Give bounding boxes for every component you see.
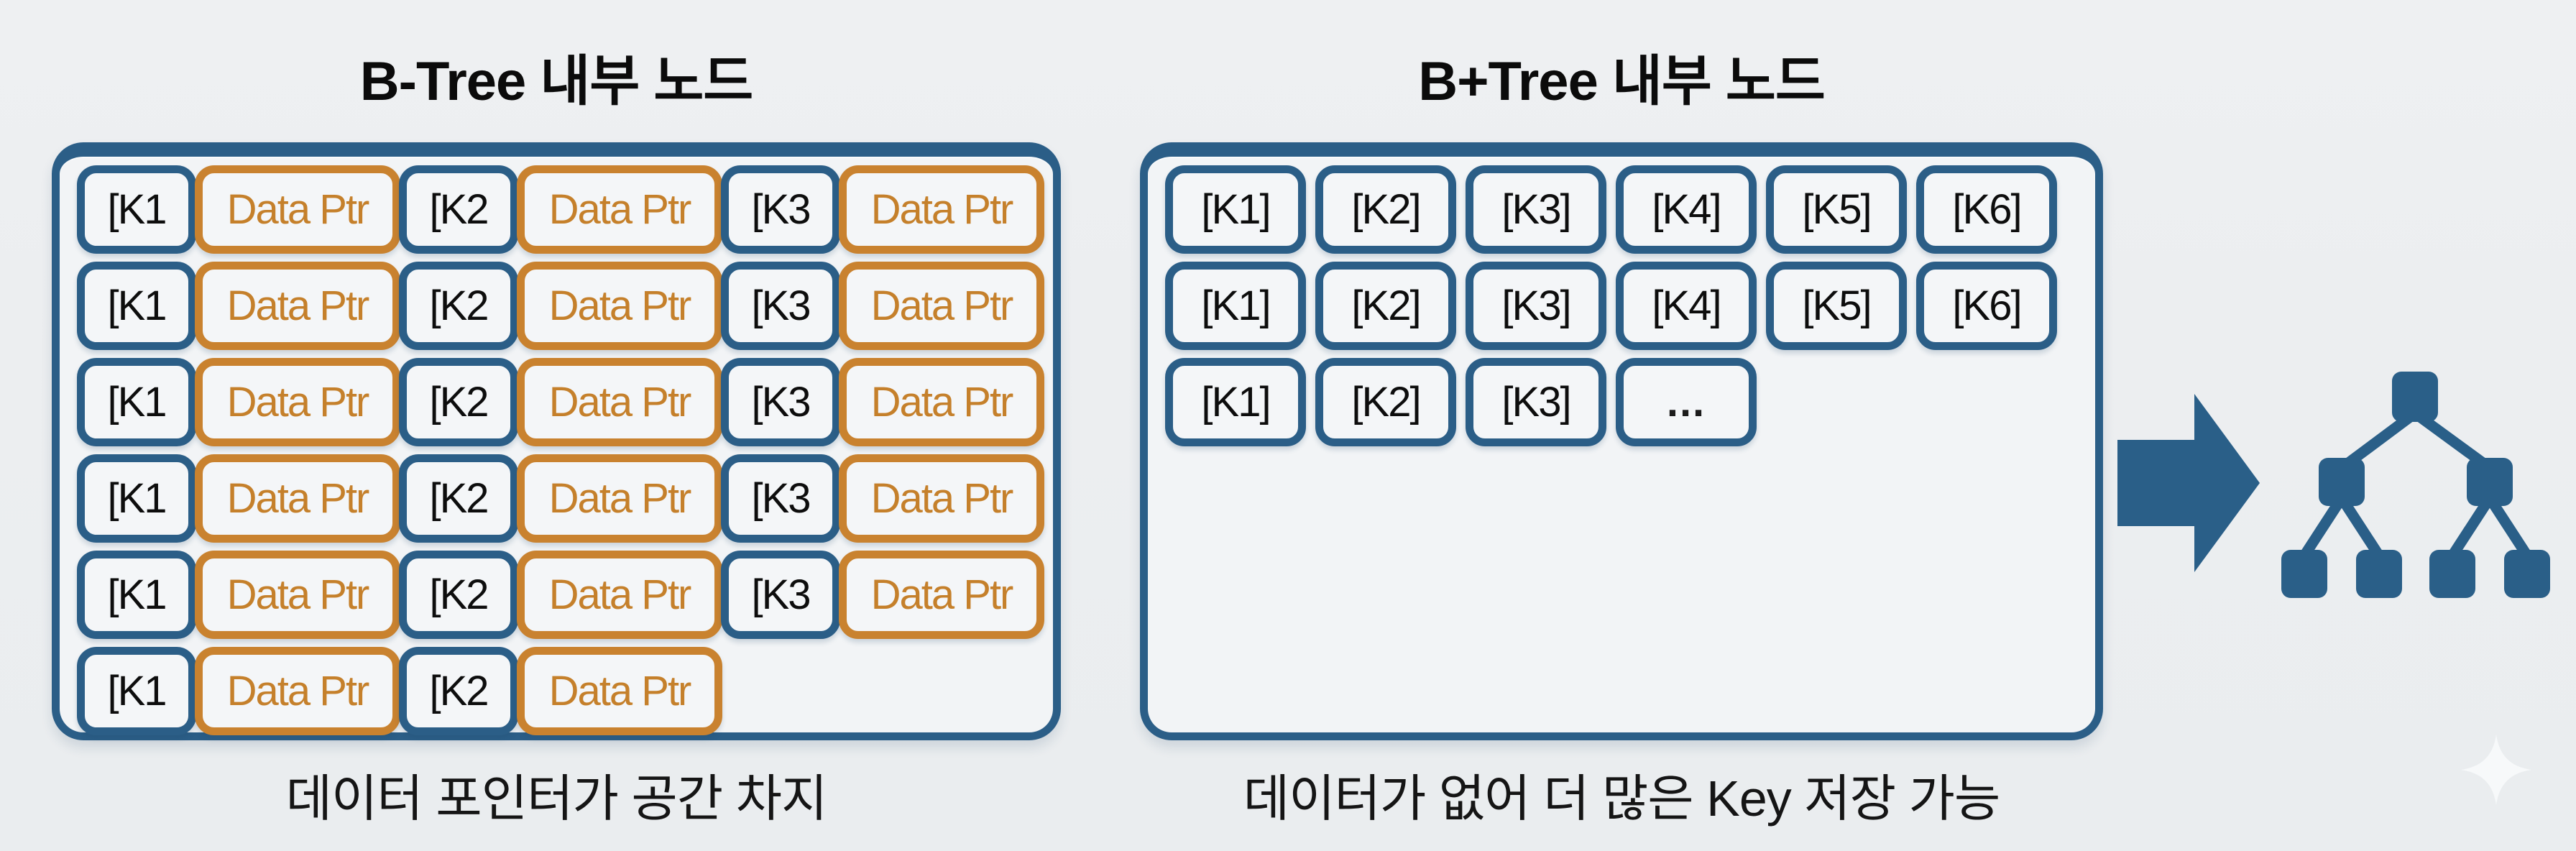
data-ptr-cell: Data Ptr	[517, 551, 722, 639]
data-ptr-cell: Data Ptr	[195, 165, 400, 254]
key-cell: [K2	[399, 262, 518, 350]
data-ptr-cell: Data Ptr	[839, 454, 1044, 543]
key-cell: [K1	[77, 358, 196, 446]
key-cell: [K4]	[1616, 165, 1757, 254]
key-cell: [K2	[399, 358, 518, 446]
key-cell: [K2	[399, 551, 518, 639]
sparkle-star-icon	[2461, 735, 2531, 805]
tree-structure-icon	[2281, 372, 2550, 598]
right-arrow-icon	[2117, 394, 2260, 572]
bplustree-panel-title: B+Tree 내부 노드	[1418, 51, 1826, 112]
data-ptr-cell: Data Ptr	[517, 647, 722, 735]
key-cell: [K3]	[1466, 262, 1606, 350]
node-row: [K1][K2][K3]...	[1165, 358, 2095, 446]
ellipsis-cell: ...	[1616, 358, 1757, 446]
bplustree-node-rows: [K1][K2][K3][K4][K5][K6][K1][K2][K3][K4]…	[1148, 157, 2095, 446]
key-cell: [K3	[721, 262, 840, 350]
key-cell: [K3	[721, 551, 840, 639]
data-ptr-cell: Data Ptr	[839, 262, 1044, 350]
data-ptr-cell: Data Ptr	[195, 262, 400, 350]
data-ptr-cell: Data Ptr	[839, 551, 1044, 639]
key-cell: [K1]	[1165, 358, 1306, 446]
data-ptr-cell: Data Ptr	[839, 358, 1044, 446]
node-row: [K1][K2][K3][K4][K5][K6]	[1165, 165, 2095, 254]
data-ptr-cell: Data Ptr	[517, 454, 722, 543]
key-cell: [K2]	[1315, 165, 1456, 254]
key-cell: [K3]	[1466, 165, 1606, 254]
key-cell: [K3	[721, 454, 840, 543]
data-ptr-cell: Data Ptr	[195, 647, 400, 735]
data-ptr-cell: Data Ptr	[195, 358, 400, 446]
data-ptr-cell: Data Ptr	[839, 165, 1044, 254]
data-ptr-cell: Data Ptr	[517, 358, 722, 446]
key-cell: [K3	[721, 358, 840, 446]
data-ptr-cell: Data Ptr	[195, 454, 400, 543]
key-cell: [K2	[399, 165, 518, 254]
key-cell: [K2	[399, 647, 518, 735]
key-cell: [K4]	[1616, 262, 1757, 350]
key-cell: [K2]	[1315, 358, 1456, 446]
btree-caption: 데이터 포인터가 공간 차지	[285, 770, 828, 827]
key-cell: [K1]	[1165, 165, 1306, 254]
bplustree-node-box: [K1][K2][K3][K4][K5][K6][K1][K2][K3][K4]…	[1140, 142, 2103, 740]
key-cell: [K5]	[1766, 165, 1907, 254]
key-cell: [K1	[77, 647, 196, 735]
bplustree-caption: 데이터가 없어 더 많은 Key 저장 가능	[1243, 770, 2001, 827]
key-cell: [K1	[77, 454, 196, 543]
data-ptr-cell: Data Ptr	[195, 551, 400, 639]
key-cell: [K6]	[1916, 165, 2057, 254]
data-ptr-cell: Data Ptr	[517, 262, 722, 350]
key-cell: [K1	[77, 262, 196, 350]
node-row: [K1][K2][K3][K4][K5][K6]	[1165, 262, 2095, 350]
btree-panel-title: B-Tree 내부 노드	[359, 51, 753, 112]
key-cell: [K1	[77, 551, 196, 639]
data-ptr-cell: Data Ptr	[517, 165, 722, 254]
key-cell: [K3	[721, 165, 840, 254]
key-cell: [K2]	[1315, 262, 1456, 350]
key-cell: [K3]	[1466, 358, 1606, 446]
key-cell: [K2	[399, 454, 518, 543]
key-cell: [K1]	[1165, 262, 1306, 350]
key-cell: [K6]	[1916, 262, 2057, 350]
key-cell: [K5]	[1766, 262, 1907, 350]
key-cell: [K1	[77, 165, 196, 254]
